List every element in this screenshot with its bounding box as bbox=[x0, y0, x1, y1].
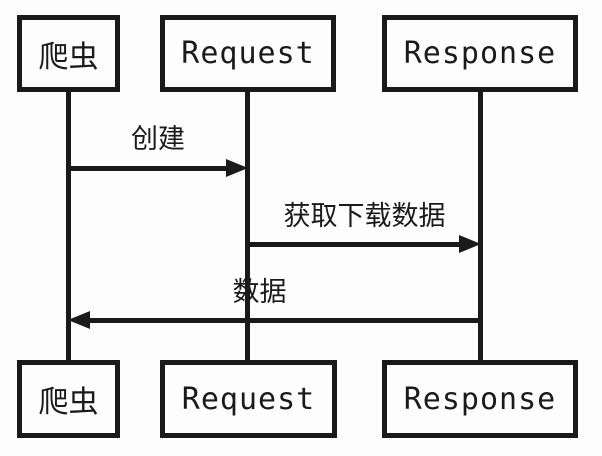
message-line-create bbox=[68, 166, 228, 171]
message-label-data: 数据 bbox=[232, 277, 287, 308]
participant-box-request-top: Request bbox=[160, 15, 336, 92]
participant-label-crawler: 爬虫 bbox=[38, 39, 99, 75]
arrowhead-right-icon bbox=[459, 235, 481, 253]
participant-label-crawler-bottom: 爬虫 bbox=[38, 385, 99, 420]
participant-box-response-bottom: Response bbox=[382, 360, 578, 438]
lifeline-response bbox=[478, 92, 483, 361]
participant-label-response: Response bbox=[403, 36, 557, 71]
message-line-fetch-download-data bbox=[248, 242, 461, 247]
arrowhead-left-icon bbox=[68, 311, 90, 329]
lifeline-request bbox=[245, 92, 250, 361]
participant-label-request: Request bbox=[181, 36, 315, 71]
participant-box-request-bottom: Request bbox=[160, 360, 337, 438]
message-label-create: 创建 bbox=[131, 124, 185, 155]
arrowhead-right-icon bbox=[226, 159, 248, 177]
lifeline-crawler bbox=[66, 92, 71, 361]
participant-box-crawler-bottom: 爬虫 bbox=[17, 360, 120, 438]
participant-label-response-bottom: Response bbox=[403, 381, 557, 417]
participant-box-crawler-top: 爬虫 bbox=[17, 15, 120, 92]
message-line-data bbox=[88, 318, 481, 323]
message-label-fetch-download-data: 获取下载数据 bbox=[283, 201, 446, 232]
participant-box-response-top: Response bbox=[382, 15, 578, 92]
participant-label-request-bottom: Request bbox=[181, 381, 316, 417]
